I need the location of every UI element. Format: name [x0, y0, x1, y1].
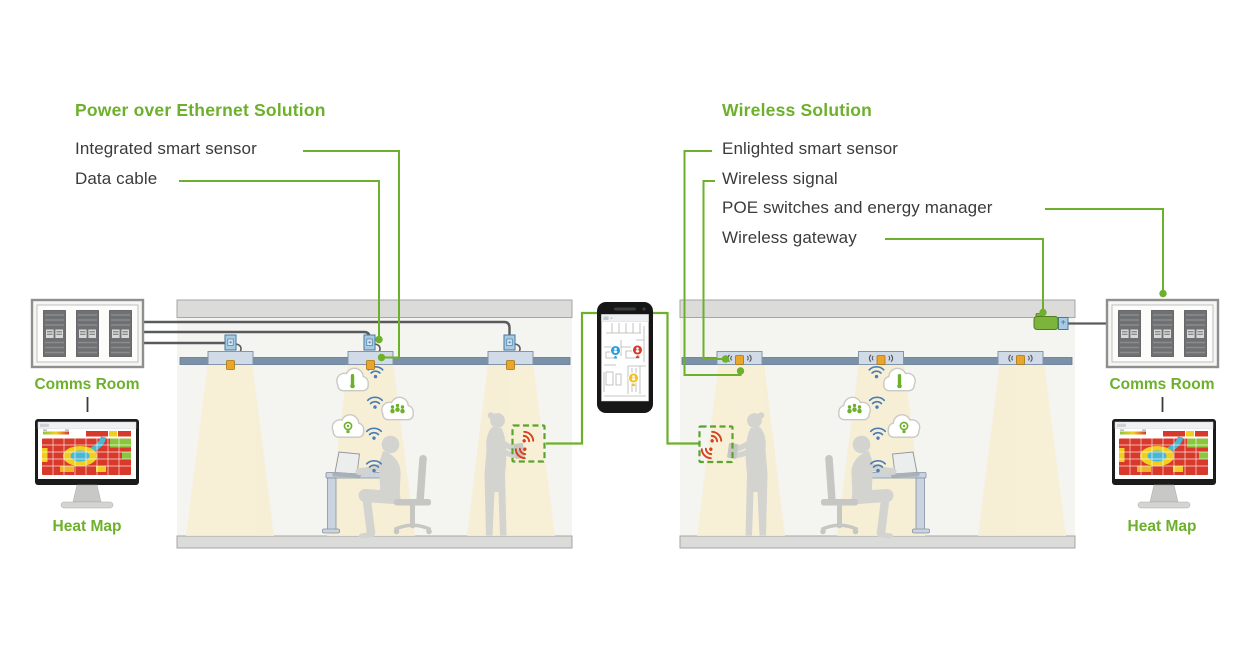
callout-data-cable: Data cable	[75, 169, 158, 188]
left-heat-map-label: Heat Map	[52, 518, 122, 535]
right-tablet-signal-box	[698, 425, 734, 464]
data-cable-line	[179, 180, 380, 336]
callout-dots	[375, 289, 1167, 375]
phone-connector-lines	[546, 311, 699, 445]
wireless-gateway-line	[885, 238, 1044, 310]
left-comms-room-label: Comms Room	[34, 376, 140, 393]
left-tablet-signal-box	[511, 424, 546, 463]
wireless-room	[680, 300, 1075, 548]
poe-switches-line	[1045, 208, 1164, 291]
left-comms-rack	[32, 300, 143, 367]
right-comms-rack	[1107, 300, 1218, 367]
callout-wireless-gateway: Wireless gateway	[722, 228, 857, 247]
rack-monitor-connector	[86, 397, 1164, 412]
callout-wireless-signal: Wireless signal	[722, 169, 838, 188]
callout-poe-switches: POE switches and energy manager	[722, 198, 993, 217]
map-pin-icon	[610, 344, 643, 386]
left-heat-map-monitor	[35, 419, 139, 508]
callout-enlighted-smart-sensor: Enlighted smart sensor	[722, 139, 899, 158]
smartphone-floorplan-icon	[597, 302, 653, 413]
callout-integrated-smart-sensor: Integrated smart sensor	[75, 139, 257, 158]
wireless-signal-line	[702, 180, 722, 360]
wireless-solution-title: Wireless Solution	[722, 100, 873, 120]
right-heat-map-label: Heat Map	[1127, 518, 1197, 535]
right-heat-map-monitor	[1112, 419, 1216, 508]
right-comms-room-label: Comms Room	[1109, 376, 1215, 393]
poe-solution-title: Power over Ethernet Solution	[75, 100, 326, 120]
integrated-smart-sensor-line	[303, 150, 400, 359]
wireless-gateway-icon	[1033, 313, 1107, 330]
